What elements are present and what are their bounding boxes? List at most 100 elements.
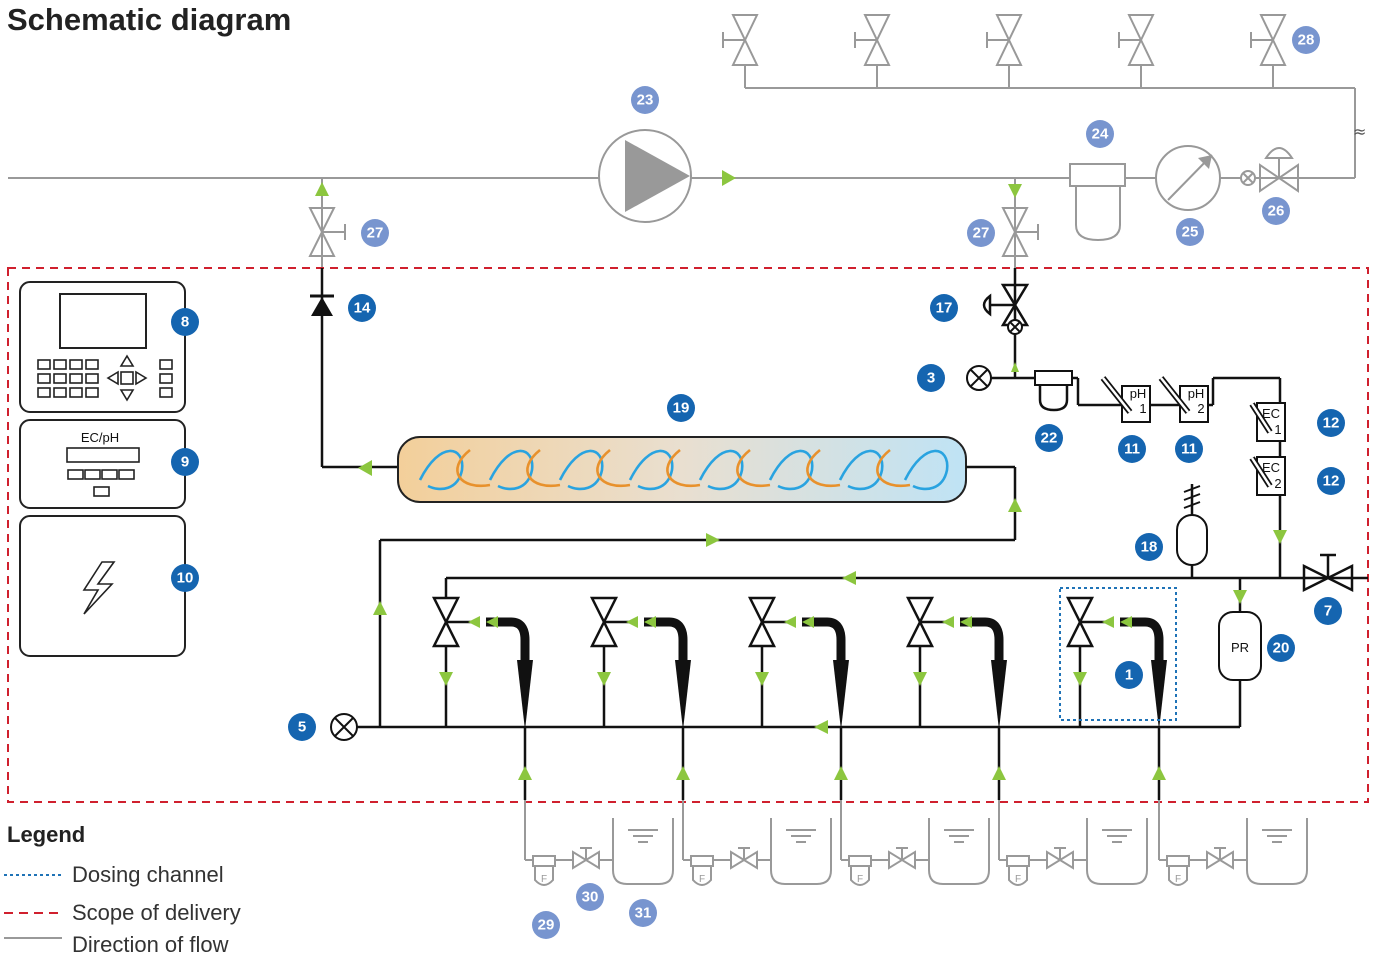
badge-1: 1 (1115, 661, 1143, 689)
badge-22: 22 (1035, 424, 1063, 452)
ecph-module-9: EC/pH (19, 419, 186, 509)
legend-dosing-label: Dosing channel (72, 862, 224, 887)
legend-title: Legend (7, 822, 86, 847)
dosing-nozzle (833, 660, 849, 730)
badge-25: 25 (1176, 218, 1204, 246)
svg-text:19: 19 (673, 400, 690, 417)
svg-text:29: 29 (538, 917, 555, 934)
scope-of-delivery-boundary (7, 267, 1369, 803)
power-module-10 (19, 515, 186, 657)
ph1-number: 1 (1139, 401, 1146, 416)
solenoid-valve-26 (1240, 147, 1299, 193)
svg-text:27: 27 (367, 225, 384, 242)
ball-valve-27-right (1001, 207, 1039, 257)
suction-filter (532, 855, 556, 867)
dosing-nozzle (517, 660, 533, 730)
ec1-number: 1 (1274, 422, 1281, 437)
dosing-nozzle (675, 660, 691, 730)
legend-swatches (4, 874, 62, 914)
svg-text:12: 12 (1323, 415, 1340, 432)
svg-text:11: 11 (1124, 441, 1140, 458)
legend-item-scope: Scope of delivery (72, 898, 241, 928)
ec1-label: EC (1262, 406, 1280, 421)
svg-text:27: 27 (973, 225, 990, 242)
ph2-label: pH (1188, 386, 1205, 401)
badge-5: 5 (288, 713, 316, 741)
badge-30: 30 (576, 883, 604, 911)
dosing-nozzle (991, 660, 1007, 730)
chemical-tank (770, 818, 832, 885)
svg-text:31: 31 (635, 905, 652, 922)
controller-8 (19, 281, 186, 413)
svg-text:14: 14 (354, 300, 371, 317)
svg-text:5: 5 (298, 719, 306, 736)
flow-arrows-external (315, 170, 1022, 198)
badges: 1 3 5 7 8 9 10 11 11 12 12 14 17 18 19 2… (171, 26, 1345, 939)
badge-9: 9 (171, 448, 199, 476)
chemical-tank (928, 818, 990, 885)
suction-filter (848, 855, 872, 867)
dosing-injection-line (644, 617, 688, 660)
svg-text:24: 24 (1092, 126, 1109, 143)
ball-valve-27-left (308, 207, 346, 257)
svg-text:12: 12 (1323, 473, 1340, 490)
svg-text:17: 17 (936, 300, 953, 317)
ph2-number: 2 (1197, 401, 1204, 416)
dosing-injection-line (1120, 617, 1164, 660)
svg-text:20: 20 (1273, 640, 1290, 657)
badge-10: 10 (171, 564, 199, 592)
lightning-icon (82, 561, 116, 615)
svg-text:30: 30 (582, 889, 599, 906)
badge-18: 18 (1135, 533, 1163, 561)
badge-17: 17 (930, 294, 958, 322)
sample-point-5 (330, 713, 358, 741)
ec2-label: EC (1262, 460, 1280, 475)
chemical-tank (612, 818, 674, 885)
badge-3: 3 (917, 364, 945, 392)
badge-19: 19 (667, 394, 695, 422)
chemical-tank (1086, 818, 1148, 885)
ec-sensor-1: EC 1 (1249, 402, 1286, 442)
chemical-tank (1246, 818, 1308, 885)
dosing-injection-line (486, 617, 530, 660)
svg-text:10: 10 (177, 570, 194, 587)
ph-sensor-1: pH 1 (1100, 376, 1151, 423)
dosing-nozzle (1151, 660, 1167, 730)
badge-8: 8 (171, 308, 199, 336)
ph1-label: pH (1130, 386, 1147, 401)
svg-text:3: 3 (927, 370, 935, 387)
pr-label: PR (1231, 640, 1249, 655)
legend-flow-label: Direction of flow (72, 932, 229, 957)
badge-14: 14 (348, 294, 376, 322)
suction-filter (1166, 855, 1190, 867)
sample-point-3 (966, 365, 992, 391)
main-filter (1069, 163, 1126, 242)
flow-meter (1155, 145, 1221, 211)
badge-20: 20 (1267, 634, 1295, 662)
svg-text:25: 25 (1182, 224, 1199, 241)
filter-label: F (857, 874, 863, 885)
svg-text:1: 1 (1125, 667, 1133, 684)
filter-label: F (541, 874, 547, 885)
ec2-number: 2 (1274, 476, 1281, 491)
check-valve-14 (311, 297, 333, 316)
circulation-pump (598, 129, 692, 223)
pulsation-damper-18 (1176, 484, 1208, 578)
legend-item-dosing: Dosing channel (72, 860, 224, 890)
legend-scope-label: Scope of delivery (72, 900, 241, 925)
dosing-injection-line (802, 617, 846, 660)
svg-text:28: 28 (1298, 32, 1315, 49)
inlet-valve-7 (1302, 553, 1354, 593)
svg-text:26: 26 (1268, 203, 1285, 220)
badge-27b: 27 (967, 219, 995, 247)
badge-26: 26 (1262, 197, 1290, 225)
suction-filter (1006, 855, 1030, 867)
badge-7: 7 (1314, 597, 1342, 625)
svg-text:7: 7 (1324, 603, 1332, 620)
filter-label: F (1175, 874, 1181, 885)
static-mixer-19 (397, 436, 967, 503)
badge-28: 28 (1292, 26, 1320, 54)
svg-text:11: 11 (1181, 441, 1197, 458)
filter-label: F (699, 874, 705, 885)
